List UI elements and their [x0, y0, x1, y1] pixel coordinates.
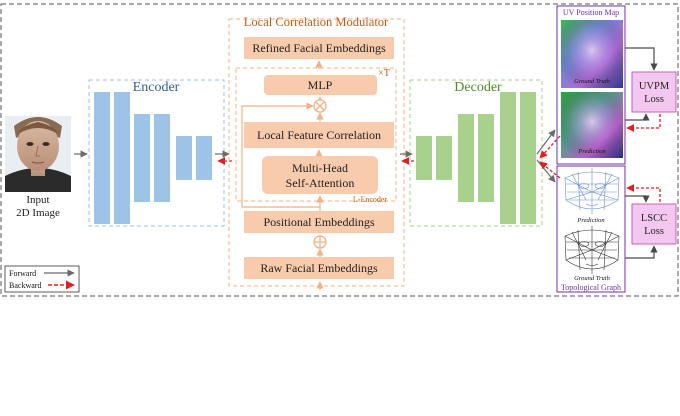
- input-label-line2: 2D Image: [16, 207, 60, 219]
- multi-head-self-attention-block: [262, 156, 378, 194]
- uv-gt-to-loss-arrow: [625, 47, 658, 71]
- local-correlation-modulator: Local Correlation Modulator Refined Faci…: [228, 15, 405, 290]
- decoder: Decoder: [409, 79, 543, 227]
- positional-embeddings-block: [244, 211, 394, 233]
- topo-pred-label: Prediction: [576, 217, 604, 224]
- decoder-block: [500, 92, 516, 224]
- uv-panel-title: UV Position Map: [563, 8, 619, 17]
- raw-embeddings-block: [244, 257, 394, 279]
- topo-panel-title: Topological Graph: [561, 283, 621, 292]
- uv-gt-label: Ground Truth: [574, 78, 610, 85]
- legend-forward-label: Forward: [9, 269, 36, 278]
- mhsa-label-line2: Self-Attention: [286, 176, 355, 190]
- times-t-label: ×T: [378, 68, 390, 79]
- l-encoder-frame: [235, 67, 397, 202]
- uvpm-loss-box: [631, 71, 677, 113]
- topo-prediction-mesh: [564, 168, 620, 214]
- uv-panel-frame: [556, 5, 626, 165]
- legend: Forward Backward: [4, 265, 80, 293]
- topo-ground-truth-mesh: [564, 226, 620, 274]
- decoder-block: [416, 136, 432, 180]
- uv-ground-truth-overlay: [561, 20, 623, 88]
- input-face-image: [5, 116, 71, 192]
- uvpm-backward-arrow: [626, 114, 661, 132]
- encoder-block: [154, 114, 170, 202]
- local-feature-correlation-block: [244, 122, 394, 148]
- mlp-block: [264, 75, 377, 95]
- uvpm-loss-line1: UVPM: [639, 81, 670, 92]
- raw-embeddings-label: Raw Facial Embeddings: [260, 261, 378, 275]
- mhsa-label-line1: Multi-Head: [292, 161, 348, 175]
- lscc-loss-line1: LSCC: [641, 213, 667, 224]
- multiply-operator-icon: [313, 99, 327, 113]
- topo-pred-to-loss-arrow: [625, 195, 650, 203]
- legend-backward-label: Backward: [9, 281, 41, 290]
- decoder-title: Decoder: [454, 80, 502, 95]
- encoder: Encoder: [88, 79, 225, 227]
- uvpm-loss-line2: Loss: [644, 94, 664, 105]
- decoder-to-topo-arrow: [536, 159, 556, 183]
- lscc-loss-box: [631, 203, 677, 245]
- uv-position-map-panel: UV Position Map Ground Truth Prediction: [556, 5, 626, 165]
- lscc-loss-line2: Loss: [644, 226, 664, 237]
- uv-prediction-overlay: [561, 92, 623, 158]
- lcm-title: Local Correlation Modulator: [244, 15, 389, 29]
- uv-pred-label: Prediction: [577, 148, 605, 155]
- decoder-to-uv-arrow: [536, 129, 556, 155]
- refined-embeddings-label: Refined Facial Embeddings: [252, 41, 386, 55]
- encoder-block: [176, 136, 192, 180]
- topological-graph-panel: Prediction Ground Truth Topological Grap…: [556, 165, 626, 293]
- topo-backward-arrow: [539, 161, 561, 179]
- l-encoder-label: L-Encoder: [353, 195, 388, 204]
- positional-embeddings-label: Positional Embeddings: [264, 215, 375, 229]
- local-feature-correlation-label: Local Feature Correlation: [257, 128, 381, 142]
- encoder-block: [114, 92, 130, 224]
- encoder-block: [94, 92, 110, 224]
- input-label-line1: Input: [26, 194, 49, 206]
- lscc-backward-arrow: [626, 184, 661, 202]
- uv-pred-to-loss-arrow: [625, 113, 650, 121]
- encoder-block: [196, 136, 212, 180]
- decoder-block: [478, 114, 494, 202]
- decoder-block: [436, 136, 452, 180]
- outer-frame: [0, 3, 679, 297]
- topo-gt-to-loss-arrow: [625, 245, 658, 259]
- decoder-block: [520, 92, 536, 224]
- residual-skip-arrow: [241, 102, 320, 208]
- add-operator-icon: [313, 235, 327, 249]
- decoder-block: [458, 114, 474, 202]
- topo-gt-label: Ground Truth: [574, 275, 610, 282]
- topo-panel-frame: [556, 165, 626, 293]
- lcm-frame: [228, 18, 405, 287]
- refined-embeddings-block: [244, 37, 394, 59]
- encoder-title: Encoder: [133, 80, 180, 95]
- encoder-block: [134, 114, 150, 202]
- mlp-label: MLP: [308, 78, 333, 92]
